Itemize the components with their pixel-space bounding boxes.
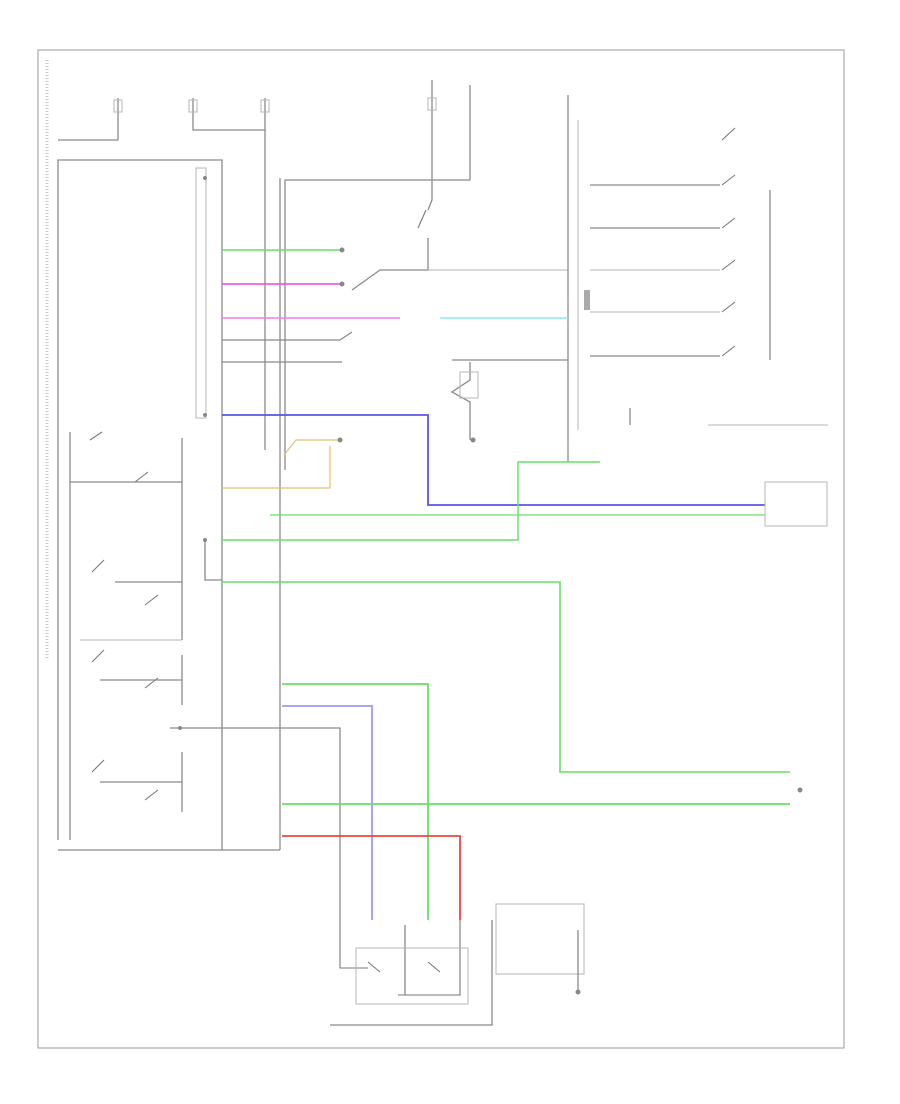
bottom-switch-2 bbox=[427, 961, 441, 973]
left-switch-2 bbox=[134, 471, 149, 483]
junction-4 bbox=[203, 538, 207, 542]
junction-5 bbox=[203, 413, 207, 417]
junction-3 bbox=[337, 437, 343, 443]
fuse-middle-icon bbox=[188, 99, 198, 113]
selector-switch bbox=[721, 127, 736, 141]
bottom-ground bbox=[575, 989, 581, 995]
fuse-link-box bbox=[459, 371, 479, 399]
left-switch-4 bbox=[144, 594, 159, 606]
position-switch-3 bbox=[721, 259, 736, 271]
bus-connector bbox=[584, 290, 590, 310]
junction-2 bbox=[339, 281, 345, 287]
wire-red bbox=[282, 835, 461, 920]
fuse-left-icon bbox=[113, 99, 123, 113]
fuse-left-wire bbox=[58, 98, 119, 141]
position-switch-5 bbox=[721, 345, 736, 357]
wire-gray-loop bbox=[204, 540, 222, 581]
junction-6 bbox=[203, 176, 207, 180]
junction-8 bbox=[797, 787, 803, 793]
ignition-switch bbox=[417, 209, 427, 229]
left-switch-3 bbox=[91, 559, 105, 573]
position-switch-1 bbox=[721, 174, 736, 186]
left-switch-5 bbox=[91, 649, 105, 663]
fuse-middle-wire bbox=[192, 98, 266, 450]
wire-blue-top bbox=[222, 414, 765, 506]
ignition-feed bbox=[427, 80, 433, 211]
wire-tan-2 bbox=[222, 446, 331, 489]
bottom-right-box bbox=[495, 903, 585, 975]
ignition-fuse-icon bbox=[427, 97, 437, 111]
bottom-wire-2 bbox=[398, 920, 461, 996]
bottom-switch-box bbox=[355, 947, 469, 1005]
control-unit-outline bbox=[57, 159, 223, 840]
left-switch-1 bbox=[89, 431, 103, 441]
right-connector bbox=[764, 481, 828, 527]
fuse-link bbox=[450, 362, 471, 440]
left-switch-8 bbox=[144, 789, 159, 801]
wire-green-low-1 bbox=[282, 683, 429, 920]
junction-1 bbox=[339, 247, 345, 253]
ground-point bbox=[470, 437, 476, 443]
wire-gray-low bbox=[282, 727, 341, 920]
bottom-switch-1 bbox=[367, 961, 381, 973]
left-switch-7 bbox=[91, 759, 105, 773]
position-switch-2 bbox=[721, 217, 736, 229]
wire-tan-1 bbox=[283, 439, 340, 456]
position-switch-4 bbox=[721, 301, 736, 313]
diagram-border bbox=[37, 49, 845, 1049]
power-supply-block bbox=[195, 167, 207, 419]
wire-gray-switch bbox=[222, 331, 353, 341]
ignition-to-unit bbox=[351, 238, 429, 291]
bottom-return bbox=[330, 920, 493, 1026]
wire-green-3 bbox=[222, 461, 600, 541]
ignition-feed-branch bbox=[284, 85, 471, 470]
junction-7 bbox=[178, 726, 182, 730]
fuse-right-icon bbox=[260, 99, 270, 113]
wire-green-long bbox=[222, 581, 790, 773]
wire-blue-low bbox=[282, 705, 373, 920]
bottom-wire-1 bbox=[339, 920, 368, 969]
